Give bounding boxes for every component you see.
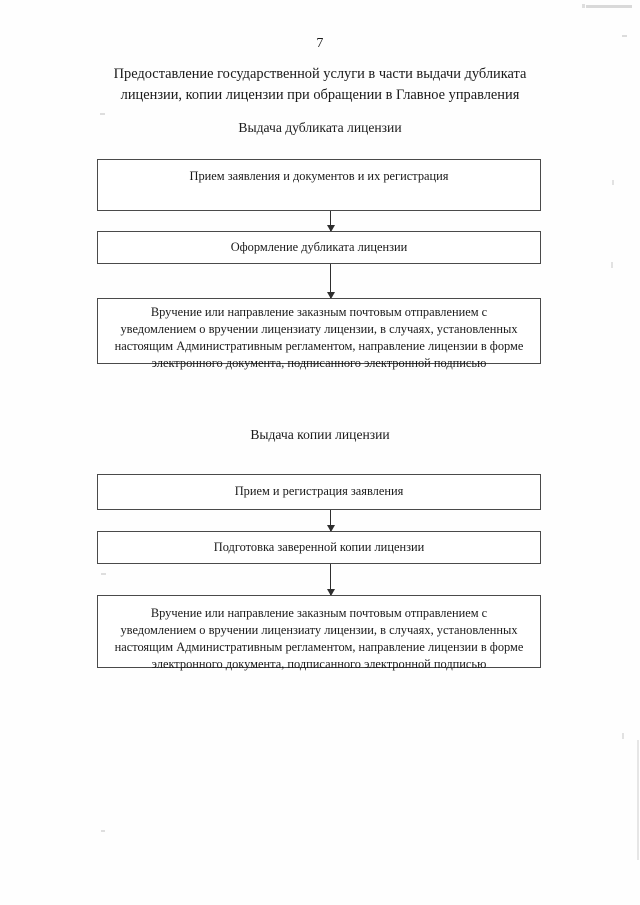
flow-step-box: Вручение или направление заказным почтов… <box>97 298 541 370</box>
page-title-line-1: Предоставление государственной услуги в … <box>113 66 527 82</box>
section-heading-duplicate: Выдача дубликата лицензии <box>238 120 402 135</box>
flow-step-label: Подготовка заверенной копии лицензии <box>213 540 425 554</box>
flow-arrow-down <box>326 510 335 532</box>
flow-step-label: Оформление дубликата лицензии <box>230 240 408 254</box>
flow-step-box: Подготовка заверенной копии лицензии <box>97 531 541 564</box>
flow-step-label: Вручение или направление заказным почтов… <box>114 305 524 370</box>
arrow-down-icon <box>326 225 335 232</box>
scan-artifact-top-bar <box>586 5 632 8</box>
page-number: 7 <box>316 36 324 51</box>
scan-artifact-speck <box>101 573 106 575</box>
flow-step-box: Оформление дубликата лицензии <box>97 231 541 264</box>
flow-step-label: Прием и регистрация заявления <box>234 484 404 498</box>
scan-artifact-edge <box>637 740 639 860</box>
flow-step-label: Прием заявления и документов и их регист… <box>189 169 449 183</box>
scan-artifact-speck <box>101 830 105 832</box>
scan-artifact-speck <box>612 180 614 185</box>
arrow-down-icon <box>326 589 335 596</box>
flow-arrow-down <box>326 211 335 232</box>
scan-artifact-speck <box>622 733 624 739</box>
page-title-line-2: лицензии, копии лицензии при обращении в… <box>120 87 520 103</box>
flow-step-label: Вручение или направление заказным почтов… <box>114 606 524 671</box>
arrow-down-icon <box>326 525 335 532</box>
flow-step-box: Прием заявления и документов и их регист… <box>97 159 541 211</box>
flow-arrow-down <box>326 264 335 299</box>
flow-arrow-down <box>326 564 335 596</box>
scan-artifact-speck <box>100 113 105 115</box>
arrow-down-icon <box>326 292 335 299</box>
scan-artifact-top-tick <box>582 4 585 8</box>
page-title: Предоставление государственной услуги в … <box>95 64 545 106</box>
section-heading-copy: Выдача копии лицензии <box>250 427 390 442</box>
flow-step-box: Прием и регистрация заявления <box>97 474 541 510</box>
flow-step-box: Вручение или направление заказным почтов… <box>97 595 541 671</box>
scan-artifact-speck <box>611 262 613 268</box>
